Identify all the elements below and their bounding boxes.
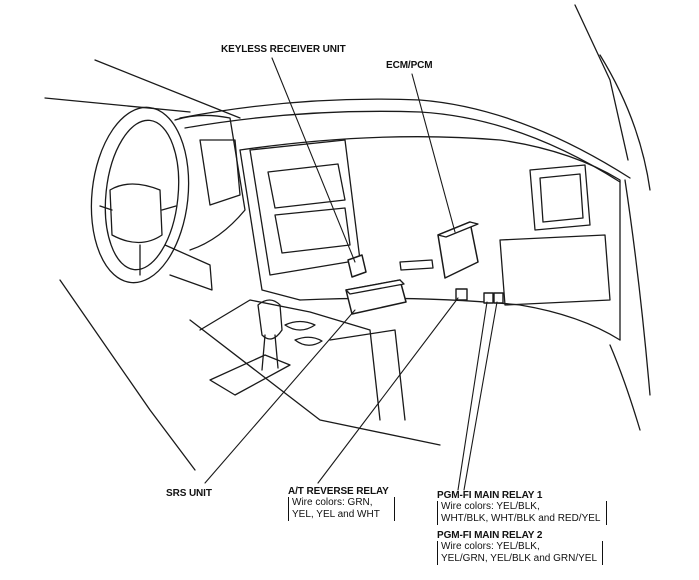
pgm2-line-2: YEL/GRN, YEL/BLK and GRN/YEL: [441, 553, 598, 564]
pgm1-wire-colors: Wire colors: YEL/BLK, WHT/BLK, WHT/BLK a…: [437, 501, 606, 525]
srs-unit-box-top: [345, 279, 405, 295]
glove-box: [499, 234, 611, 306]
steering-wheel-outer: [90, 106, 190, 284]
pgm2-line-1: Wire colors: YEL/BLK,: [441, 541, 540, 552]
leader-srs: [204, 309, 356, 484]
dash-top: [179, 98, 631, 179]
leader-keyless: [271, 57, 356, 263]
right-vent-inner: [539, 173, 584, 223]
label-pgm-fi-main-relay-1: PGM-FI MAIN RELAY 1 Wire colors: YEL/BLK…: [437, 490, 606, 525]
steering-hub: [109, 183, 163, 244]
at-relay-line-2: YEL, YEL and WHT: [292, 509, 380, 520]
door-line: [624, 179, 651, 396]
door-line-inner: [609, 344, 641, 431]
shifter-knob: [257, 299, 283, 340]
leader-at-relay: [317, 297, 459, 484]
cup-holder-2: [294, 336, 323, 346]
right-vent: [529, 164, 591, 231]
a-pillar: [599, 54, 651, 191]
instrument-hood: [174, 114, 246, 251]
cup-holder: [284, 320, 316, 331]
label-at-reverse-relay: A/T REVERSE RELAY Wire colors: GRN, YEL,…: [288, 486, 395, 521]
ecm-pcm-box-top: [437, 221, 479, 238]
floor-line: [189, 319, 441, 446]
label-keyless-receiver-unit: KEYLESS RECEIVER UNIT: [221, 44, 346, 55]
pgm-fi-relay-box-1: [483, 292, 494, 304]
steering-wheel-inner: [104, 119, 180, 271]
pgm-fi-relay-box-2: [493, 292, 504, 304]
center-stack-lower: [274, 207, 351, 254]
center-stack-radio: [267, 163, 346, 209]
leader-ecm: [411, 73, 456, 233]
small-slot: [399, 259, 434, 271]
pgm1-line-2: WHT/BLK, WHT/BLK and RED/YEL: [441, 513, 601, 524]
at-reverse-relay-box: [455, 288, 468, 301]
keyless-receiver-box: [347, 254, 367, 278]
dash-face: [239, 136, 621, 341]
dash-top-inner: [184, 110, 621, 183]
windshield-line: [94, 59, 241, 119]
shifter-console: [209, 354, 291, 396]
pgm2-title: PGM-FI MAIN RELAY 2: [437, 530, 543, 541]
label-ecm-pcm: ECM/PCM: [386, 60, 433, 71]
leader-pgm2: [463, 301, 498, 491]
label-pgm-fi-main-relay-2: PGM-FI MAIN RELAY 2 Wire colors: YEL/BLK…: [437, 530, 604, 565]
console-side: [199, 299, 381, 421]
windshield-inner-line: [44, 97, 191, 113]
at-relay-line-1: Wire colors: GRN,: [292, 497, 373, 508]
label-srs-unit: SRS UNIT: [166, 488, 212, 499]
at-relay-wire-colors: Wire colors: GRN, YEL, YEL and WHT: [288, 497, 395, 521]
shifter-stem: [261, 334, 279, 371]
dash-lower-edge: [299, 297, 621, 341]
cluster-face: [199, 139, 241, 206]
console-rear: [329, 329, 406, 421]
steering-column: [164, 244, 213, 291]
center-stack-edge: [239, 149, 301, 301]
steering-spoke: [99, 205, 177, 276]
roof-line: [574, 4, 629, 161]
left-panel: [59, 279, 196, 471]
leader-pgm1: [457, 301, 488, 491]
pgm1-title: PGM-FI MAIN RELAY 1: [437, 490, 543, 501]
pgm1-line-1: Wire colors: YEL/BLK,: [441, 501, 540, 512]
at-relay-title: A/T REVERSE RELAY: [288, 486, 389, 497]
pgm2-wire-colors: Wire colors: YEL/BLK, YEL/GRN, YEL/BLK a…: [437, 541, 604, 565]
